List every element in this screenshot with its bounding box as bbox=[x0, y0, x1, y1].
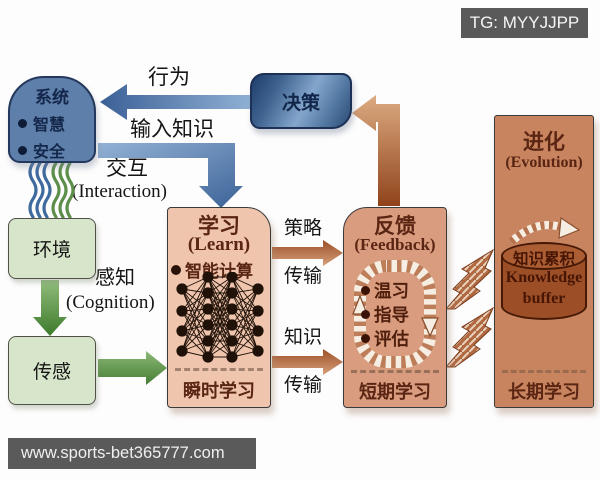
behavior-arrow bbox=[100, 84, 250, 120]
neural-network-icon bbox=[176, 272, 264, 363]
interaction-label-en: (Interaction) bbox=[72, 181, 167, 202]
evolution-divider bbox=[501, 370, 587, 373]
learn-title: 学习 bbox=[198, 214, 240, 238]
feedback-bullet-list: 温习 指导 评估 bbox=[361, 278, 409, 350]
feedback-bullet-evaluate: 评估 bbox=[361, 326, 409, 350]
lightning-arrow-lower bbox=[445, 307, 494, 368]
watermark-banner: www.sports-bet365777.com bbox=[8, 438, 256, 469]
environment-label: 环境 bbox=[32, 240, 71, 261]
system-bullet-label: 智慧 bbox=[33, 117, 66, 134]
bullet-dot bbox=[171, 264, 181, 275]
bullet-dot bbox=[361, 309, 370, 319]
learn-divider bbox=[175, 368, 263, 371]
evolution-footer: 长期学习 bbox=[508, 382, 580, 402]
feedback-bullet-review: 温习 bbox=[361, 278, 409, 302]
knowledge-label: 知识 bbox=[284, 327, 323, 348]
node-feedback: 反馈 (Feedback) 温习 指导 评估 短期学习 bbox=[343, 207, 447, 408]
knowledge-buffer-cylinder-top bbox=[501, 242, 587, 270]
feedback-bullet-label: 指导 bbox=[374, 304, 409, 325]
sensing-label: 传感 bbox=[32, 362, 71, 383]
decision-label: 决策 bbox=[281, 92, 320, 114]
feedback-title: 反馈 bbox=[374, 214, 416, 238]
input-knowledge-label: 输入知识 bbox=[130, 117, 214, 141]
evolution-title: 进化 bbox=[523, 130, 565, 154]
feedback-footer: 短期学习 bbox=[359, 382, 431, 402]
knowledge-transfer-arrow bbox=[272, 349, 343, 375]
feedback-to-decision-arrow bbox=[352, 95, 400, 206]
buffer-label-en2: buffer bbox=[522, 290, 566, 307]
tg-badge: TG: MYYJJPP bbox=[461, 8, 588, 38]
tg-badge-text: TG: MYYJJPP bbox=[469, 13, 580, 32]
system-bullet-security: 安全 bbox=[10, 138, 94, 162]
buffer-label-en1: Knowledge bbox=[505, 269, 583, 286]
node-learn: 学习 (Learn) 智能计算 瞬时学习 bbox=[167, 207, 271, 408]
system-title: 系统 bbox=[35, 88, 69, 107]
strategy-transfer-label: 传输 bbox=[284, 266, 323, 287]
feedback-loop-icon bbox=[352, 260, 440, 368]
node-system: 系统 智慧 安全 bbox=[8, 76, 96, 163]
bullet-dot bbox=[361, 333, 370, 343]
cognition-label-cn: 感知 bbox=[95, 267, 135, 289]
cognition-arrow bbox=[33, 280, 67, 336]
node-decision: 决策 bbox=[250, 73, 352, 129]
interaction-waves bbox=[28, 161, 75, 219]
behavior-label: 行为 bbox=[148, 65, 190, 89]
learn-footer: 瞬时学习 bbox=[183, 381, 255, 401]
evolution-subtitle: (Evolution) bbox=[505, 154, 583, 171]
node-environment: 环境 bbox=[8, 218, 96, 279]
node-evolution: 进化 (Evolution) 知识累积 Knowledge buffer 长期学… bbox=[494, 115, 594, 408]
strategy-label: 策略 bbox=[284, 218, 323, 239]
feedback-subtitle: (Feedback) bbox=[354, 235, 436, 254]
learn-subtitle: (Learn) bbox=[187, 234, 251, 255]
bullet-dot bbox=[18, 118, 27, 128]
node-sensing: 传感 bbox=[8, 336, 96, 405]
feedback-bullet-guide: 指导 bbox=[361, 302, 409, 326]
watermark-text: www.sports-bet365777.com bbox=[21, 444, 225, 462]
strategy-transfer-arrow bbox=[272, 240, 343, 266]
bullet-dot bbox=[361, 285, 370, 295]
feedback-bullet-label: 温习 bbox=[374, 280, 409, 301]
feedback-divider bbox=[351, 370, 439, 373]
system-bullet-intelligence: 智慧 bbox=[10, 111, 94, 135]
sensing-to-learn-arrow bbox=[98, 351, 167, 385]
system-bullet-label: 安全 bbox=[33, 144, 66, 161]
bullet-dot bbox=[18, 145, 27, 155]
cognition-label-en: (Cognition) bbox=[66, 292, 155, 313]
lightning-arrow-upper bbox=[444, 248, 495, 310]
accumulate-arrow-icon bbox=[508, 216, 581, 246]
buffer-label-cn: 知识累积 bbox=[512, 251, 575, 268]
knowledge-transfer-label: 传输 bbox=[284, 375, 323, 396]
feedback-bullet-label: 评估 bbox=[374, 328, 409, 349]
interaction-label-cn: 交互 bbox=[106, 156, 148, 180]
